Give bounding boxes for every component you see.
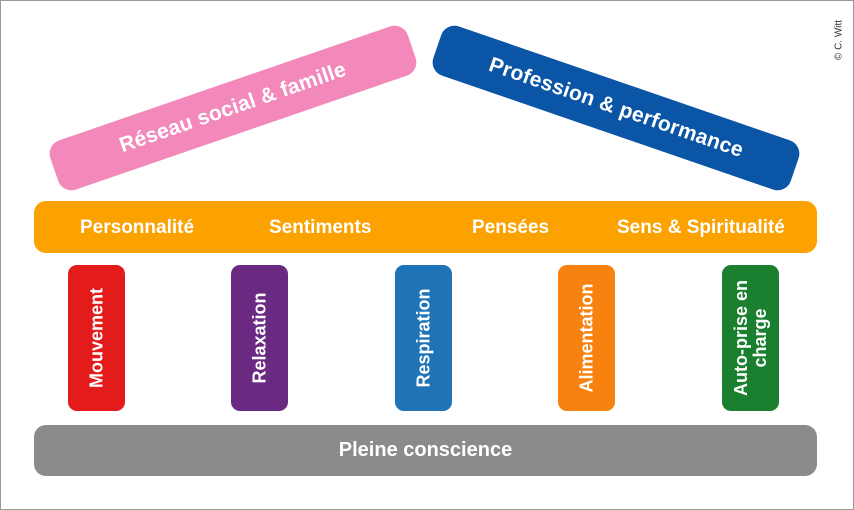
pillar-respiration: Respiration — [395, 265, 452, 411]
pillar-auto-prise-en-charge: Auto-prise en charge — [722, 265, 779, 411]
base-label: Pleine conscience — [338, 439, 513, 461]
pillar-relaxation-label: Relaxation — [249, 292, 269, 384]
beam: Personnalité Sentiments Pensées Sens & S… — [34, 201, 817, 253]
beam-label-sentiments: Sentiments — [269, 217, 372, 238]
pillar-alimentation: Alimentation — [558, 265, 615, 411]
pillar-alimentation-label: Alimentation — [576, 283, 596, 393]
pillar-auto-prise-label-line2: charge — [749, 308, 770, 368]
beam-label-sens-spiritualite: Sens & Spiritualité — [617, 217, 785, 238]
pillar-mouvement: Mouvement — [68, 265, 125, 411]
pillar-auto-prise-label-line1: Auto-prise en — [730, 279, 751, 397]
base-pleine-conscience: Pleine conscience — [34, 425, 817, 476]
pillar-respiration-label: Respiration — [413, 288, 433, 388]
pillar-relaxation: Relaxation — [231, 265, 288, 411]
pillar-mouvement-label: Mouvement — [86, 287, 106, 389]
copyright-notice: © C. Witt — [833, 19, 845, 61]
beam-label-personnalite: Personnalité — [80, 217, 195, 238]
beam-label-pensees: Pensées — [472, 217, 550, 238]
